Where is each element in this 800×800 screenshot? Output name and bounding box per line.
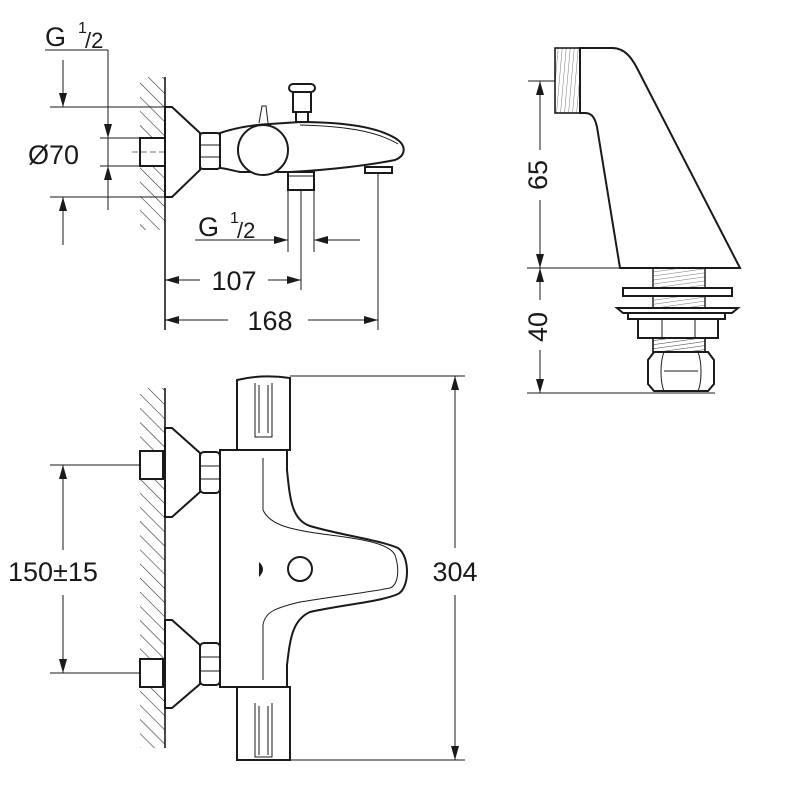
nut-upper (199, 451, 221, 494)
dimension-65: 65 (523, 160, 553, 190)
svg-text:G: G (198, 212, 219, 242)
escutcheon (164, 106, 201, 198)
nut-lower (199, 642, 221, 686)
svg-text:G: G (45, 22, 66, 52)
escutcheon-upper (164, 427, 201, 518)
temperature-handle (236, 375, 291, 451)
svg-text:/2: /2 (237, 218, 255, 243)
diameter-label: Ø70 (28, 140, 79, 170)
wall-fitting-lower (139, 658, 164, 688)
thread-label-bottom: G 1 /2 (198, 210, 255, 243)
top-view: G 1 /2 Ø70 (28, 20, 405, 336)
dimension-40: 40 (523, 312, 553, 342)
thermostat-handle (237, 124, 289, 176)
indicator-mark (259, 562, 263, 577)
thread-label-left: G 1 /2 (45, 20, 103, 53)
diverter-knob (288, 83, 316, 93)
shower-outlet (287, 171, 315, 191)
nut (199, 132, 221, 170)
outlet-hole (287, 556, 313, 582)
spout-outlet (364, 166, 393, 174)
wall-fitting-upper (139, 450, 164, 480)
wall-hatch (140, 388, 165, 748)
mounting-hardware (614, 267, 741, 392)
dimension-107: 107 (211, 266, 256, 296)
svg-text:1: 1 (230, 210, 239, 227)
lever (258, 105, 269, 124)
flow-handle (236, 686, 291, 761)
side-view: 65 40 (523, 47, 742, 394)
escutcheon-lower (164, 619, 201, 709)
dimension-168: 168 (247, 306, 292, 336)
holder-body (579, 47, 742, 269)
dimension-304: 304 (432, 557, 477, 587)
svg-text:/2: /2 (85, 28, 103, 53)
front-view: 150±15 304 (8, 375, 478, 761)
thread-connector (554, 47, 581, 114)
svg-text:1: 1 (78, 20, 87, 37)
mixer-body (219, 449, 408, 688)
dimension-150: 150±15 (8, 557, 98, 587)
